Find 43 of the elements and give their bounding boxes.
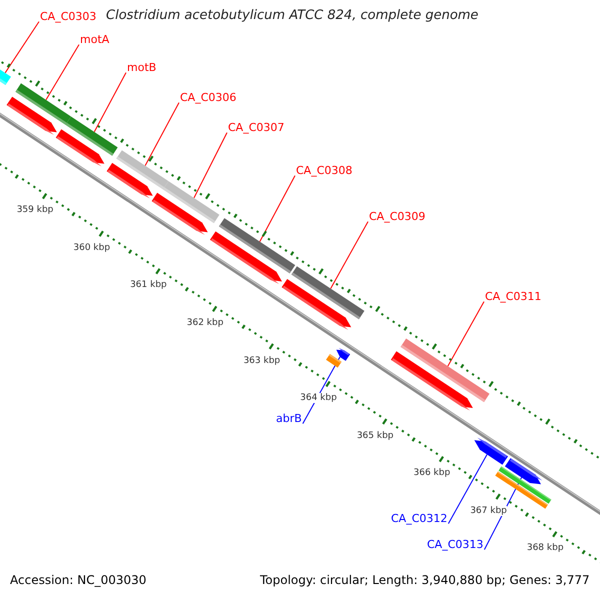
scale-label: 365 kbp <box>356 430 394 442</box>
scale-label: 360 kbp <box>73 242 110 254</box>
leader-line <box>259 175 296 242</box>
gene-label: CA_C0309 <box>369 211 426 224</box>
gene-bar <box>326 354 342 368</box>
footer-text: Accession: NC_003030 <box>10 574 146 588</box>
gene-label: CA_C0312 <box>391 513 448 526</box>
gene-feature <box>6 96 57 135</box>
leader-line <box>46 44 80 100</box>
footer-text: Topology: circular; Length: 3,940,880 bp; Genes: 3,777 <box>260 574 590 588</box>
gene-feature <box>210 231 282 284</box>
gene-label: CA_C0307 <box>228 122 284 135</box>
diagram-title: Clostridium acetobutylicum ATCC 824, complete genome <box>106 9 478 24</box>
scale-label: 363 kbp <box>243 356 280 366</box>
gene-feature <box>282 279 352 330</box>
scale-label: 359 kbp <box>16 205 54 216</box>
scale-label: 368 kbp <box>526 543 564 554</box>
gene-label: CA_C0308 <box>296 165 352 178</box>
gene-label: CA_C0313 <box>427 539 484 552</box>
scale-label: 364 kbp <box>300 393 337 404</box>
gene-feature <box>390 351 473 410</box>
scale-label: 361 kbp <box>130 280 167 291</box>
gene-feature <box>152 192 208 235</box>
gene-label: CA_C0303 <box>40 11 96 24</box>
gene-feature <box>336 348 350 361</box>
gene-label: CA_C0306 <box>180 92 236 105</box>
gene-label: CA_C0311 <box>485 291 542 304</box>
gene-label: abrB <box>276 413 302 426</box>
leader-line <box>94 72 126 132</box>
leader-line <box>144 102 180 166</box>
scale-label: 366 kbp <box>414 468 450 479</box>
gene-bar <box>0 69 11 85</box>
gene-feature <box>474 438 508 465</box>
leader-line <box>330 221 368 289</box>
gene-feature <box>56 129 104 166</box>
leader-line <box>194 132 228 198</box>
scale-label: 367 kbp <box>470 506 507 516</box>
gene-feature <box>106 162 153 198</box>
scale-label: 362 kbp <box>186 318 224 328</box>
gene-label: motB <box>127 62 156 75</box>
leader-line <box>447 301 484 367</box>
gene-label: motA <box>80 34 110 47</box>
leader-line <box>448 454 488 524</box>
